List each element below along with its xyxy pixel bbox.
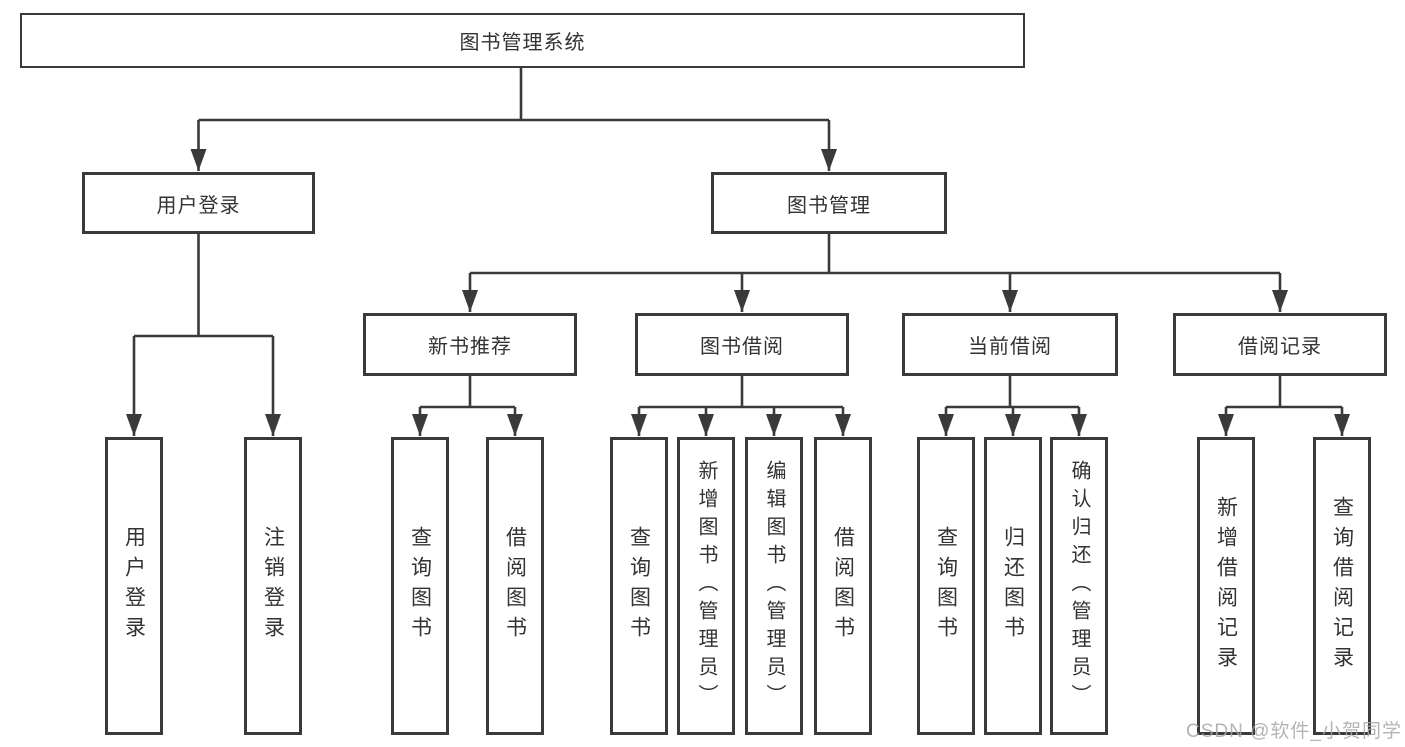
node-br-add-record: 新增借阅记录: [1197, 437, 1255, 735]
user-login-children-connector: [126, 234, 281, 436]
root-to-level2-connector: [190, 68, 837, 171]
node-book-borrow: 图书借阅: [635, 313, 849, 376]
node-user-login: 用户登录: [82, 172, 315, 234]
node-borrow-records: 借阅记录: [1173, 313, 1387, 376]
node-root: 图书管理系统: [20, 13, 1025, 68]
node-label: 新增图书（管理员）: [695, 460, 717, 712]
borrow-records-children-connector: [1218, 376, 1350, 436]
book-borrow-children-connector: [631, 376, 851, 436]
node-label: 查询图书: [627, 526, 651, 646]
node-label: 查询图书: [408, 526, 432, 646]
node-bb-query-books: 查询图书: [610, 437, 668, 735]
book-mgmt-children-connector: [462, 234, 1288, 312]
node-label: 借阅图书: [503, 526, 527, 646]
node-label: 查询借阅记录: [1330, 496, 1354, 676]
node-book-mgmt: 图书管理: [711, 172, 947, 234]
node-cb-confirm-return-admin: 确认归还（管理员）: [1050, 437, 1108, 735]
node-label: 用户登录: [122, 526, 146, 646]
current-borrow-children-connector: [938, 376, 1087, 436]
node-nbr-borrow-books: 借阅图书: [486, 437, 544, 735]
watermark-text: CSDN @软件_小贺同学: [1186, 721, 1402, 742]
node-label: 编辑图书（管理员）: [763, 460, 785, 712]
node-bb-add-books-admin: 新增图书（管理员）: [677, 437, 735, 735]
node-bb-edit-books-admin: 编辑图书（管理员）: [745, 437, 803, 735]
node-logout: 注销登录: [244, 437, 302, 735]
new-book-rec-children-connector: [412, 376, 523, 436]
node-label: 归还图书: [1001, 526, 1025, 646]
node-label: 查询图书: [934, 526, 958, 646]
node-current-borrow: 当前借阅: [902, 313, 1118, 376]
node-login: 用户登录: [105, 437, 163, 735]
node-label: 新增借阅记录: [1214, 496, 1238, 676]
node-bb-borrow-books: 借阅图书: [814, 437, 872, 735]
node-cb-return-books: 归还图书: [984, 437, 1042, 735]
node-nbr-query-books: 查询图书: [391, 437, 449, 735]
node-label: 注销登录: [261, 526, 285, 646]
node-br-query-record: 查询借阅记录: [1313, 437, 1371, 735]
node-cb-query-books: 查询图书: [917, 437, 975, 735]
node-label: 确认归还（管理员）: [1068, 460, 1090, 712]
node-label: 借阅图书: [831, 526, 855, 646]
node-new-book-recommend: 新书推荐: [363, 313, 577, 376]
